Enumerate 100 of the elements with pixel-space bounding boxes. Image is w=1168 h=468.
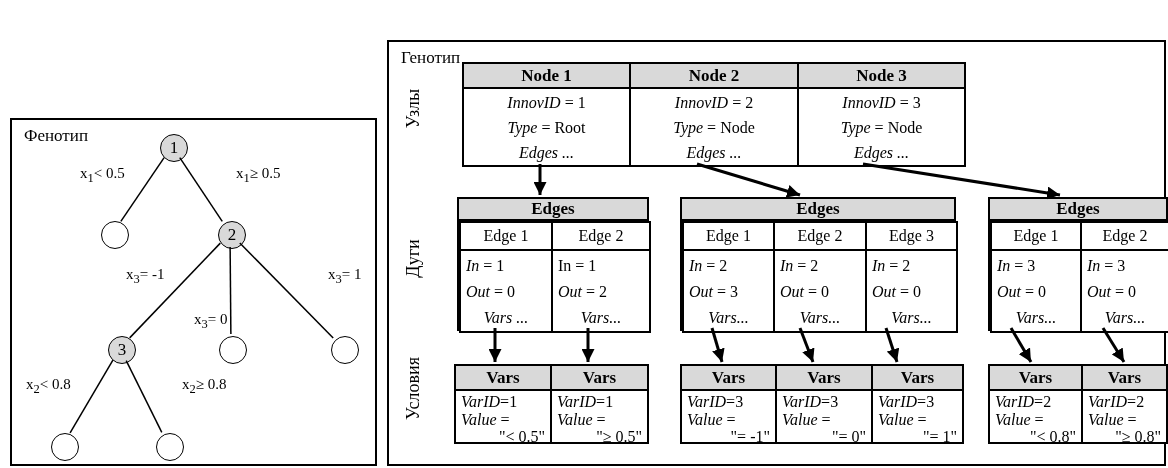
cell-text: "≥ 0.5": [595, 428, 643, 446]
cell-text: Value =: [686, 410, 737, 428]
leaf-circle: [331, 336, 359, 364]
cell-text: In = 3: [1086, 256, 1127, 276]
table-cell: [680, 197, 956, 331]
tree-branch-line: [128, 242, 222, 339]
table-cell: [1080, 221, 1168, 333]
table-header: Edges: [990, 199, 1166, 221]
table-cell: [871, 364, 964, 444]
table-header: Vars: [682, 366, 775, 391]
table-header: Node 2: [631, 64, 797, 89]
node-number: 3: [117, 340, 127, 360]
leaf-circle: [51, 433, 79, 461]
leaf-circle: [156, 433, 184, 461]
table-header: Edge 3: [867, 223, 956, 251]
cell-text: VarID=1: [556, 393, 615, 411]
cell-text: Type = Node: [672, 118, 756, 139]
table-cell: [682, 221, 775, 333]
table-cell: [988, 364, 1083, 444]
cell-text: In = 1: [557, 256, 598, 276]
node-number: 1: [169, 138, 179, 158]
cell-text: Edges ...: [517, 143, 576, 164]
cell-text: Value =: [460, 410, 511, 428]
table-header: Vars: [1083, 366, 1166, 391]
leaf-circle: [101, 221, 129, 249]
table-cell: [773, 221, 867, 333]
tree-branch-line: [120, 156, 165, 223]
arrow: [862, 162, 1061, 200]
panel-title: Генотип: [401, 48, 461, 68]
table-header: Edges: [459, 199, 647, 221]
table-cell: [797, 62, 966, 167]
tree-node-circle: [218, 221, 246, 249]
cell-text: Type = Node: [839, 118, 924, 139]
cell-text: In = 2: [688, 256, 729, 276]
cell-text: "≥ 0.8": [1114, 428, 1162, 446]
cell-text: Out = 2: [557, 282, 609, 302]
row-label: Узлы: [402, 88, 424, 128]
tree-node-circle: [160, 134, 188, 162]
cell-text: VarID=2: [994, 393, 1053, 411]
cell-text: Out = 3: [688, 282, 740, 302]
cell-text: InnovID = 3: [841, 93, 922, 113]
table-header: Node 3: [799, 64, 964, 89]
arrow: [696, 162, 801, 198]
panel: [387, 40, 1166, 466]
arrow: [1101, 327, 1126, 363]
table-header: Node 1: [464, 64, 629, 89]
table-cell: [775, 364, 873, 444]
cell-text: Vars...: [579, 308, 623, 328]
table-cell: [459, 221, 553, 333]
edge-label: x$_{3}$= -1: [126, 266, 165, 287]
panel: [10, 118, 377, 466]
cell-text: InnovID = 1: [506, 93, 587, 113]
cell-text: "< 0.8": [1028, 428, 1077, 446]
edge-label: x$_{3}$= 0: [194, 311, 228, 332]
tree-branch-line: [69, 359, 114, 434]
edge-label: x$_{1}$≥ 0.5: [236, 165, 281, 186]
cell-text: Value =: [556, 410, 607, 428]
row-label: Условия: [402, 356, 424, 420]
cell-text: VarID=2: [1087, 393, 1146, 411]
cell-text: InnovID = 2: [673, 93, 755, 113]
table-cell: [550, 364, 649, 444]
cell-text: VarID=1: [460, 393, 519, 411]
arrow: [533, 164, 547, 195]
arrow: [884, 327, 900, 363]
cell-text: Value =: [994, 410, 1045, 428]
edge-label: x$_{2}$< 0.8: [26, 376, 71, 397]
cell-text: Vars...: [1103, 308, 1147, 328]
table-cell: [629, 62, 799, 167]
cell-text: Out = 0: [1086, 282, 1138, 302]
cell-text: Out = 0: [465, 282, 517, 302]
cell-text: Vars...: [1014, 308, 1058, 328]
tree-branch-line: [125, 359, 163, 434]
cell-text: Vars ...: [482, 308, 530, 328]
cell-text: Out = 0: [996, 282, 1048, 302]
table-header: Vars: [990, 366, 1081, 391]
cell-text: Value =: [781, 410, 832, 428]
table-header: Vars: [873, 366, 962, 391]
cell-text: Edges ...: [852, 143, 911, 164]
cell-text: Type = Root: [506, 118, 587, 139]
tree-branch-line: [239, 242, 334, 339]
edge-label: x$_{3}$= 1: [328, 266, 362, 287]
cell-text: Vars...: [798, 308, 842, 328]
tree-branch-line: [179, 156, 223, 223]
cell-text: Vars...: [707, 308, 750, 328]
cell-text: VarID=3: [781, 393, 840, 411]
table-header: Edge 2: [553, 223, 649, 251]
cell-text: In = 3: [996, 256, 1037, 276]
table-cell: [454, 364, 552, 444]
table-cell: [988, 197, 1168, 331]
cell-text: "= -1": [729, 428, 771, 446]
edge-label: x$_{2}$≥ 0.8: [182, 376, 227, 397]
arrow: [710, 327, 725, 363]
arrow: [1009, 327, 1033, 363]
cell-text: Vars...: [890, 308, 933, 328]
node-number: 2: [227, 225, 237, 245]
arrow: [798, 327, 815, 363]
table-header: Edges: [682, 199, 954, 221]
table-cell: [865, 221, 958, 333]
table-header: Vars: [777, 366, 871, 391]
cell-text: Out = 0: [871, 282, 923, 302]
